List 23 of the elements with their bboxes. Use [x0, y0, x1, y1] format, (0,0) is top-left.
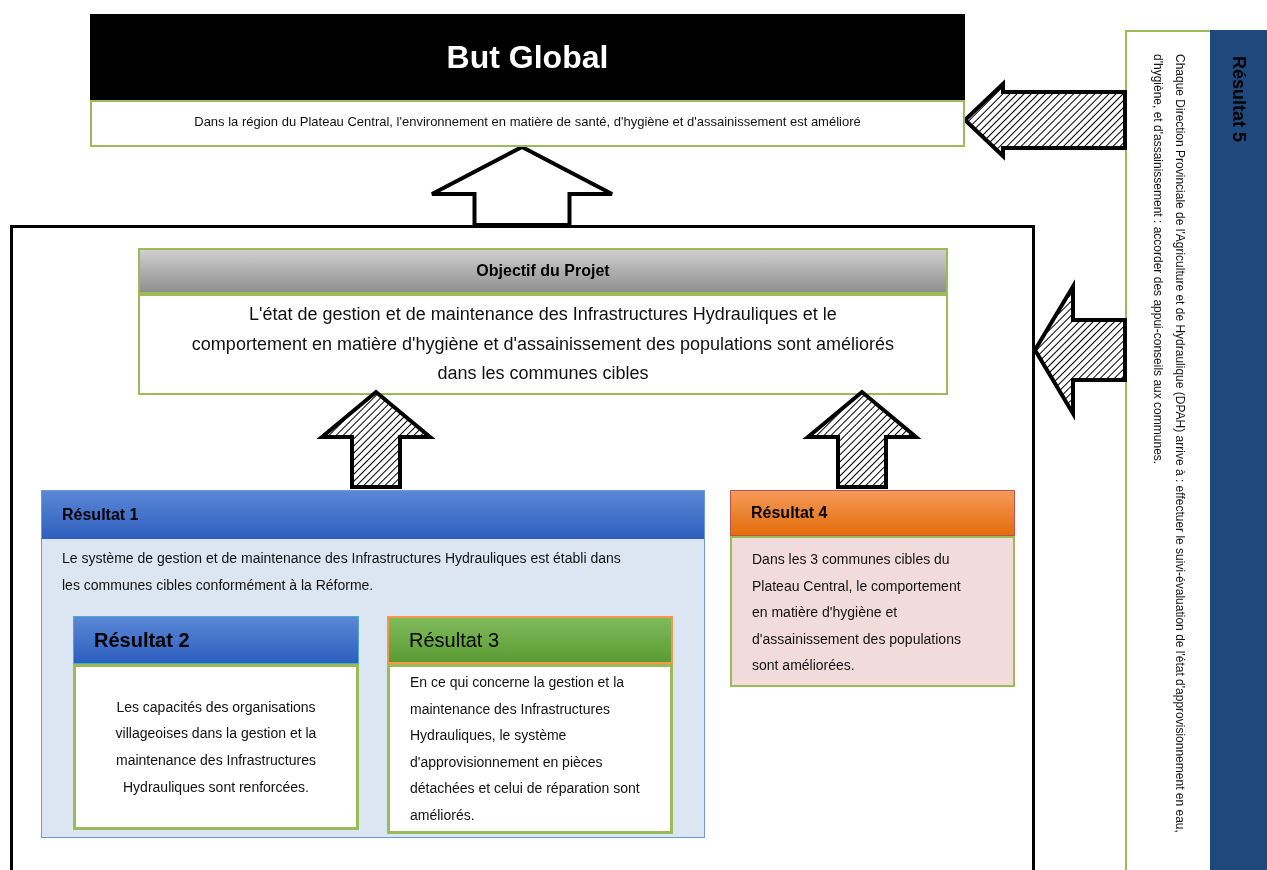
result-panel	[41, 490, 705, 838]
result-heading: Résultat 1	[42, 491, 704, 539]
heading-bar: Objectif du Projet	[138, 248, 948, 294]
result-description: Dans les 3 communes cibles du Plateau Central, le comportement en matière d'hygiène et d'assainissement des populations sont améliorées.	[730, 536, 1015, 687]
heading-bar: Résultat 2	[73, 616, 359, 664]
block-arrow	[802, 389, 922, 489]
result-card	[73, 616, 359, 830]
heading-bar: Résultat 4	[730, 490, 1015, 536]
result-description: En ce qui concerne la gestion et la maintenance des Infrastructures Hydrauliques, le système d'approvisionnement en pièces détachées et celui de réparation sont améliorés.	[387, 664, 673, 834]
result-description: Le système de gestion et de maintenance des Infrastructures Hydrauliques est établi dans les communes cibles conformément à la Réforme.	[61, 549, 622, 596]
result-heading: Résultat 5	[1228, 56, 1249, 143]
block-arrow	[1032, 279, 1127, 421]
result-description: Les capacités des organisations villageoises dans la gestion et la maintenance des Infrastructures Hydrauliques sont renforcées.	[73, 664, 359, 830]
block-arrow	[316, 389, 436, 489]
heading-bar: Résultat 3	[387, 616, 673, 664]
block-arrow	[962, 79, 1127, 161]
result-description: Chaque Direction Provinciale de l'Agriculture et de Hydraulique (DPAH) arrive à : effectuer le suivi-évaluation de l'état d'approvisionnement en eau, d'hygiène, et d'assainissement : accorder des appui-conseils aux communes.	[1149, 54, 1188, 835]
objective-description: L'état de gestion et de maintenance des Infrastructures Hydrauliques et le comportement en matière d'hygiène et d'assainissement des populations sont améliorés dans les communes cibles	[138, 294, 948, 396]
block-arrow	[430, 144, 614, 227]
project-frame	[10, 225, 1035, 870]
objective-card	[138, 248, 948, 395]
result-card	[1125, 30, 1267, 870]
goal-description: Dans la région du Plateau Central, l'environnement en matière de santé, d'hygiène et d'assainissement est amélioré	[90, 100, 965, 147]
